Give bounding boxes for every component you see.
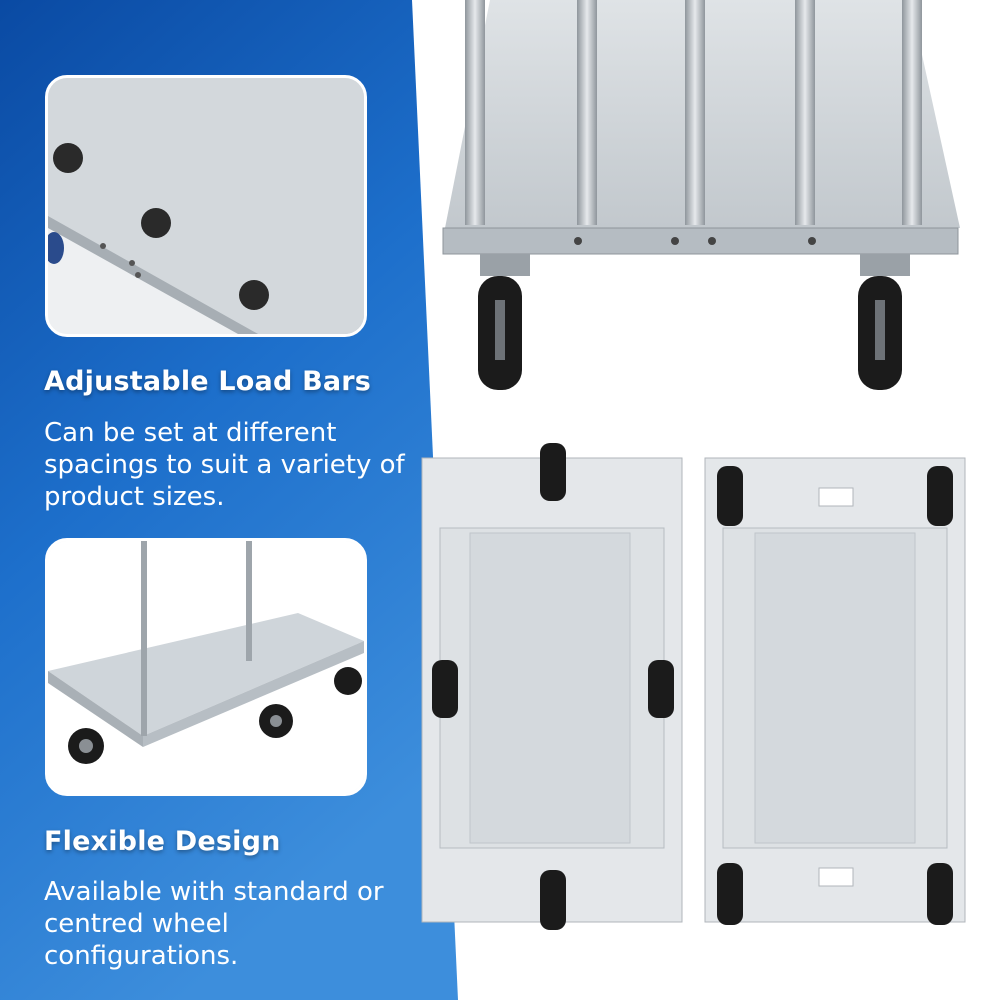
wheel-icon xyxy=(927,466,953,526)
trolley-overview-image xyxy=(48,541,364,793)
wheel-icon xyxy=(540,443,566,501)
wheel-icon xyxy=(432,660,458,718)
trolley-overview-card xyxy=(45,538,367,796)
adjustable-load-bars-heading: Adjustable Load Bars xyxy=(44,366,372,397)
wheel-icon xyxy=(717,863,743,925)
wheel-icon xyxy=(717,466,743,526)
platform-corner-image xyxy=(48,78,364,334)
flexible-design-heading: Flexible Design xyxy=(44,826,281,857)
underside-standard-wheels-image xyxy=(704,457,966,925)
flexible-design-description: Available with standard or centred wheel… xyxy=(44,877,384,971)
wheel-icon xyxy=(540,870,566,930)
wheel-icon xyxy=(648,660,674,718)
wheel-icon xyxy=(927,863,953,925)
adjustable-load-bars-description: Can be set at different spacings to suit… xyxy=(44,418,405,512)
trolley-front-view-image xyxy=(442,0,960,390)
underside-centred-wheels-image xyxy=(421,443,683,930)
load-bar-closeup-card xyxy=(45,75,367,337)
